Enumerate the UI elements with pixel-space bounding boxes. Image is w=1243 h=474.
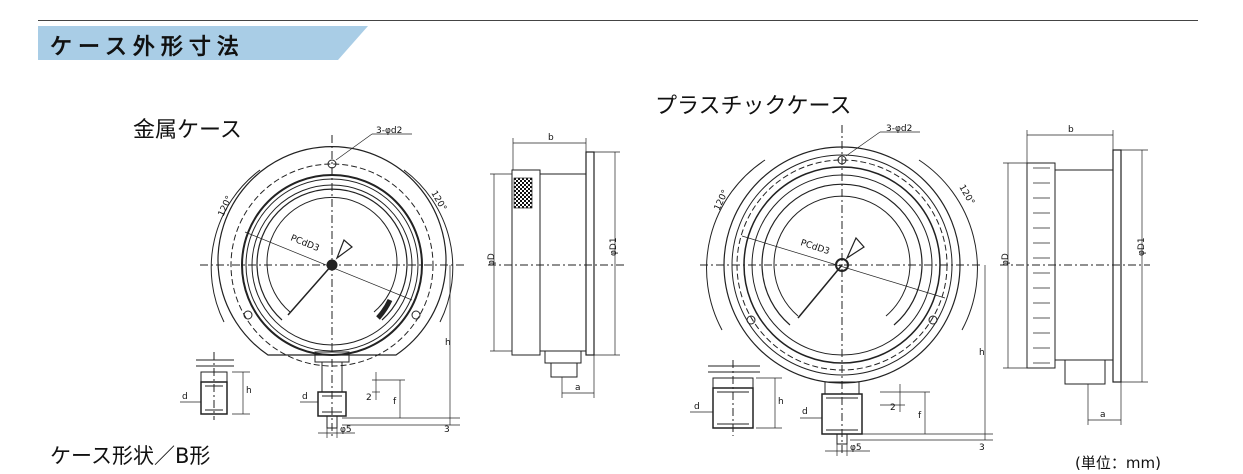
plastic-pcd-leader: [741, 235, 946, 299]
plastic-pointer-tail: [845, 236, 865, 260]
metal-h-label: h: [445, 338, 451, 348]
plastic-side-view: [1000, 130, 1150, 425]
metal-b-label: b: [548, 133, 554, 143]
plastic-holes-label: 3-φd2: [886, 124, 912, 134]
metal-bezel: [241, 174, 423, 356]
metal-side-socket: [544, 350, 582, 364]
plastic-two-label: 2: [890, 403, 896, 413]
metal-angle-right-label: 120°: [428, 189, 448, 213]
metal-front-view: [200, 133, 465, 438]
plastic-hole-left: [746, 315, 756, 325]
metal-pointer-tail: [335, 238, 353, 260]
metal-hole-left: [243, 310, 253, 320]
banner-shape: [38, 26, 368, 60]
plastic-angle-left-label: 120°: [713, 189, 731, 213]
plastic-h-label: h: [979, 348, 985, 358]
metal-hole-top: [327, 159, 337, 169]
metal-d-label: φD: [487, 253, 497, 266]
metal-hub: [326, 259, 338, 271]
metal-zone-mark: [376, 298, 393, 320]
plastic-d-label: φD: [1001, 253, 1011, 266]
top-rule: [38, 20, 1198, 21]
metal-holes-label: 3-φd2: [376, 126, 402, 136]
metal-small-d-label: d: [182, 392, 188, 402]
plastic-f-label: f: [918, 411, 922, 421]
metal-pcd-circle: [230, 163, 434, 367]
plastic-side-socket: [1064, 359, 1106, 385]
plastic-small-h-label: h: [778, 397, 784, 407]
plastic-hole-right: [928, 315, 938, 325]
plastic-small-fitting: [690, 360, 782, 436]
metal-two-label: 2: [366, 393, 372, 403]
metal-side-body: [539, 173, 587, 352]
plastic-case-outer: [723, 146, 961, 384]
metal-pcd-leader: [244, 231, 413, 301]
metal-socket-d-label: d: [302, 392, 308, 402]
metal-hole-leader: [335, 133, 373, 161]
metal-side-view: [488, 138, 625, 398]
plastic-scale-arc-1: [761, 183, 923, 326]
unit-label: (単位：mm): [1075, 454, 1161, 472]
plastic-d1-label: φD1: [1137, 237, 1147, 256]
plastic-pcd-label: PCdD3: [799, 238, 831, 257]
metal-hole-right: [411, 310, 421, 320]
plastic-dial-ring: [751, 174, 933, 356]
metal-pointer: [287, 264, 333, 316]
section-banner: ケース外形寸法: [38, 26, 368, 60]
metal-scale-arc-1: [256, 188, 408, 321]
metal-side-flange: [585, 151, 595, 356]
metal-socket-tip: [326, 415, 338, 429]
plastic-angle-arc-right: [918, 159, 978, 331]
plastic-small-d-label: d: [694, 402, 700, 412]
plastic-case-ring: [731, 154, 953, 376]
metal-d1-label: φD1: [609, 237, 619, 256]
metal-side-knurl: [513, 177, 533, 209]
section-title: ケース外形寸法: [50, 35, 245, 60]
plastic-socket-d-label: d: [802, 407, 808, 417]
metal-small-h-label: h: [246, 386, 252, 396]
plastic-pointer: [797, 264, 843, 319]
metal-scale-arc-2: [266, 196, 398, 313]
plastic-angle-right-label: 120°: [956, 183, 976, 207]
plastic-angle-arc-left: [706, 159, 766, 331]
plastic-dimension-labels: 3-φd2 120° 120° PCdD3 b φD φD1 h a d h d…: [694, 124, 1147, 453]
metal-a-label: a: [575, 383, 581, 393]
metal-three-label: 3: [444, 425, 450, 435]
plastic-side-flange: [1112, 149, 1122, 383]
plastic-hole-top: [837, 155, 847, 165]
plastic-three-label: 3: [979, 443, 985, 453]
metal-angle-arc-left: [210, 169, 261, 323]
plastic-hole-leader: [845, 131, 881, 157]
plastic-phi5-label: φ5: [850, 443, 862, 453]
metal-f-label: f: [393, 397, 397, 407]
plastic-front-view: [700, 125, 993, 456]
metal-angle-arc-right: [403, 169, 454, 323]
metal-bezel-inner: [245, 178, 419, 352]
metal-case-outer: [217, 146, 447, 356]
metal-phi5-label: φ5: [340, 425, 352, 435]
plastic-side-knurl: [1033, 167, 1050, 364]
plastic-scale-arc-2: [773, 195, 911, 317]
case-shape-title: ケース形状／B形: [50, 444, 211, 468]
plastic-a-label: a: [1100, 410, 1106, 420]
plastic-pcd-circle: [736, 159, 948, 371]
metal-pcd-label: PCdD3: [289, 234, 321, 255]
plastic-case-title: プラスチックケース: [655, 94, 852, 119]
plastic-socket-tip: [836, 433, 848, 445]
metal-case-title: 金属ケース: [133, 118, 242, 143]
metal-dial-ring: [251, 184, 413, 346]
plastic-b-label: b: [1068, 125, 1074, 135]
metal-small-fitting: [180, 352, 250, 420]
plastic-bezel: [743, 166, 941, 364]
